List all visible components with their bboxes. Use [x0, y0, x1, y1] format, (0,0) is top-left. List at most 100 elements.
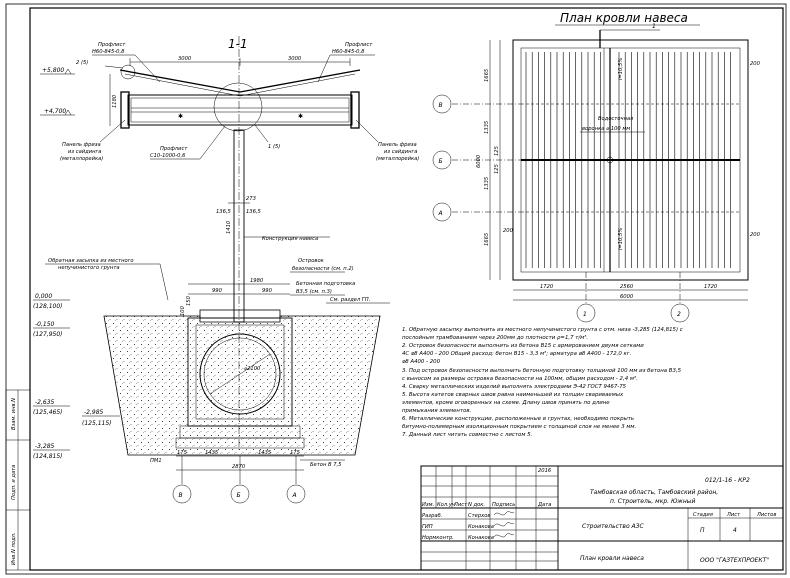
plan-title: План кровли навеса: [560, 11, 688, 25]
level-2985-abs: (125,115): [82, 420, 112, 427]
island-ref: безопасности (см. п.2): [292, 266, 354, 272]
plan-dim-1720-left: 1720: [540, 284, 554, 290]
inner-frame: [29, 7, 784, 571]
dim-6000-v: 6000: [476, 154, 482, 168]
stamp-year: 2016: [538, 468, 552, 474]
signature: [493, 533, 515, 538]
concrete-prep-ref: В3,5 (см. п.3): [296, 289, 332, 295]
frieze-left-material: из сайдинга: [68, 149, 101, 155]
stamp-sheet-header: Лист: [726, 512, 741, 518]
backfill-label: Обратная засыпка из местного: [48, 258, 134, 264]
level-000: 0,000: [35, 293, 52, 300]
dim-200-br: 200: [750, 232, 761, 238]
stamp-role-developer: Разраб.: [422, 513, 442, 519]
dim-125-a: 125: [494, 145, 500, 156]
dim-990-left: 990: [212, 288, 223, 294]
concrete-prep-label: Бетонная подготовка: [296, 281, 355, 287]
note-line: 5. Высота катетов сварных швов равна наи…: [402, 392, 624, 398]
plan-dim-2560: 2560: [620, 284, 634, 290]
funnel-label: Водосточная: [598, 116, 633, 122]
dim-1665-bottom: 1665: [484, 232, 490, 246]
general-notes: 1. Обратную засыпку выполнить из местног…: [402, 327, 683, 438]
side-stamp-replace: Взам. инв.N: [11, 398, 17, 430]
dim-990-right: 990: [262, 288, 273, 294]
note-line: битумно-полимерным изоляционным покрытие…: [402, 424, 636, 430]
frieze-right-label: Панель фриза: [378, 142, 417, 148]
dim-1665-top: 1665: [484, 68, 490, 82]
signature: [493, 511, 515, 516]
title-block: 2016 012/1-16 - КР2 Тамбовская область, …: [420, 465, 784, 571]
plan-axis-a: А: [438, 210, 443, 217]
profile-right-spec: Н60-845-0,8: [332, 49, 365, 55]
slope-top: i=10,5%: [618, 58, 624, 80]
side-stamp: Взам. инв.N Подп. и дата Инв.N подл.: [5, 389, 31, 571]
stamp-header-koluch: Кол.уч: [437, 502, 455, 508]
dim-200-bl: 200: [503, 228, 514, 234]
profile-right-label: Профлист: [345, 42, 373, 48]
side-stamp-sign: Подп. и дата: [11, 465, 17, 500]
signature: [493, 522, 515, 527]
axis-a: А: [292, 492, 297, 499]
level-000-abs: (128,100): [33, 303, 63, 310]
stamp-header-date: Дата: [537, 502, 551, 508]
profile-left-spec: Н60-845-0,8: [92, 49, 125, 55]
pm1-label: ПМ1: [150, 458, 162, 464]
backfill-label-2: непучинистого грунта: [58, 265, 120, 271]
slope-bottom: i=10,5%: [618, 228, 624, 250]
stamp-role-normcontrol: Нормконтр.: [422, 535, 454, 541]
plan-axis-v: В: [439, 102, 443, 109]
stamp-role-gip: ГИП: [422, 524, 433, 530]
dim-1410: 1410: [226, 220, 232, 234]
dim-top-left: 3000: [178, 56, 192, 62]
stamp-header-izm: Изм.: [422, 502, 434, 508]
stamp-name-normcontrol: Конакова: [468, 535, 494, 541]
pipe-diameter: ⌀2100: [244, 366, 261, 372]
profile-bottom-label: Профлист: [160, 146, 188, 152]
dim-100: 100: [180, 305, 186, 316]
section-title: 1-1: [228, 37, 248, 51]
stamp-stage-header: Стадия: [693, 512, 713, 518]
note-line: 4С ⌀8 А400 - 200 Общий расход: бетон В15…: [402, 350, 631, 357]
axis-v: В: [179, 492, 183, 499]
stamp-sheets-header: Листов: [756, 512, 776, 518]
level-2635: -2,635: [35, 399, 55, 406]
level-2985: -2,985: [84, 409, 104, 416]
stamp-company: ООО "ГАЗТЕХПРОЕКТ": [700, 557, 769, 564]
concrete-b75-label: Бетон В 7,5: [310, 462, 342, 468]
dim-200-tr: 200: [750, 61, 761, 67]
dim-125-b: 125: [494, 163, 500, 174]
frieze-right-type: (металлорейка): [376, 156, 419, 162]
level-mid: +4,700: [44, 108, 66, 115]
note-line: 7. Данный лист читать совместно с листом…: [402, 432, 532, 438]
frieze-left-type: (металлорейка): [60, 156, 103, 162]
stamp-location-1: Тамбовская область, Тамбовский район,: [590, 489, 718, 496]
roof-plan: План кровли навеса 1 i=10,5% i=10,5% Вод…: [432, 11, 761, 323]
dim-1980: 1980: [250, 278, 264, 284]
bottom-dim-2: 1435: [205, 450, 219, 456]
outer-frame: [5, 3, 787, 575]
note-line: 4. Сварку металлических изделий выполнят…: [402, 384, 627, 390]
dim-height: 1180: [112, 94, 118, 108]
callout-2-5: 2 (5): [76, 60, 88, 66]
plan-dim-6000: 6000: [620, 294, 634, 300]
stamp-name-developer: Стерхов: [468, 513, 490, 519]
note-line: с выносом за размеры островка безопаснос…: [402, 375, 638, 382]
note-line: послойным трамбованием через 200мм до пл…: [402, 334, 588, 341]
dim-1335-b: 1335: [484, 176, 490, 190]
stamp-header-ndoc: N док.: [468, 502, 485, 508]
axis-b: Б: [237, 492, 241, 499]
plan-axis-1: 1: [583, 311, 587, 318]
note-line: 1. Обратную засыпку выполнить из местног…: [402, 327, 683, 333]
see-section-gp: См. раздел ГП.: [330, 297, 370, 303]
section-1-1: 1-1 3000 3000 ✱ ✱ 2 (5) 1 (5) Профлист Н…: [33, 36, 419, 504]
note-line: 3. Под островок безопасности выполнить б…: [402, 368, 682, 374]
stamp-stage: П: [700, 527, 705, 534]
profile-left-label: Профлист: [98, 42, 126, 48]
canopy-structure-label: Конструкция навеса: [262, 236, 318, 242]
level-015-abs: (127,950): [33, 331, 63, 338]
island-label: Островок: [298, 258, 325, 264]
svg-text:✱: ✱: [298, 113, 303, 120]
funnel-spec: воронка ⌀ 100 мм: [582, 126, 630, 132]
stamp-name-gip: Конакова: [468, 524, 494, 530]
level-015: -0,150: [35, 321, 55, 328]
